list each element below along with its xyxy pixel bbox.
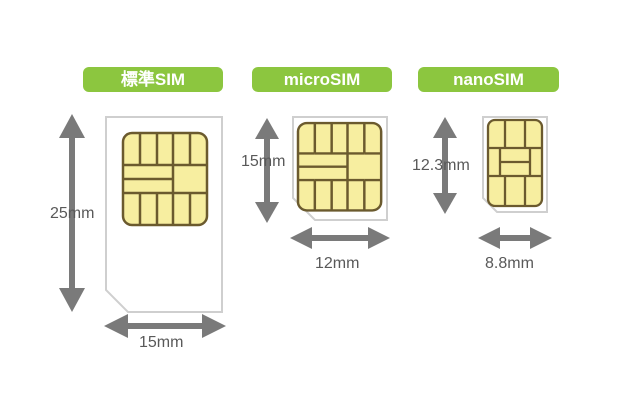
nano-width-label: 8.8mm [485, 255, 534, 272]
nano-sim-chip [486, 118, 544, 208]
standard-width-label: 15mm [139, 334, 184, 351]
nano-height-label: 12.3mm [412, 157, 470, 174]
micro-height-label: 15mm [241, 153, 286, 170]
standard-width-arrow [104, 314, 226, 338]
micro-sim-badge: microSIM [252, 67, 392, 92]
nano-width-arrow [478, 227, 552, 249]
micro-width-label: 12mm [315, 255, 360, 272]
standard-height-label: 25mm [50, 205, 95, 222]
standard-sim-badge: 標準SIM [83, 67, 223, 92]
standard-sim-chip [121, 131, 209, 227]
micro-height-arrow [255, 118, 279, 223]
nano-height-arrow [433, 117, 457, 214]
micro-sim-chip [296, 121, 383, 212]
micro-width-arrow [290, 227, 390, 249]
standard-height-arrow [59, 114, 85, 312]
nano-sim-badge: nanoSIM [418, 67, 559, 92]
